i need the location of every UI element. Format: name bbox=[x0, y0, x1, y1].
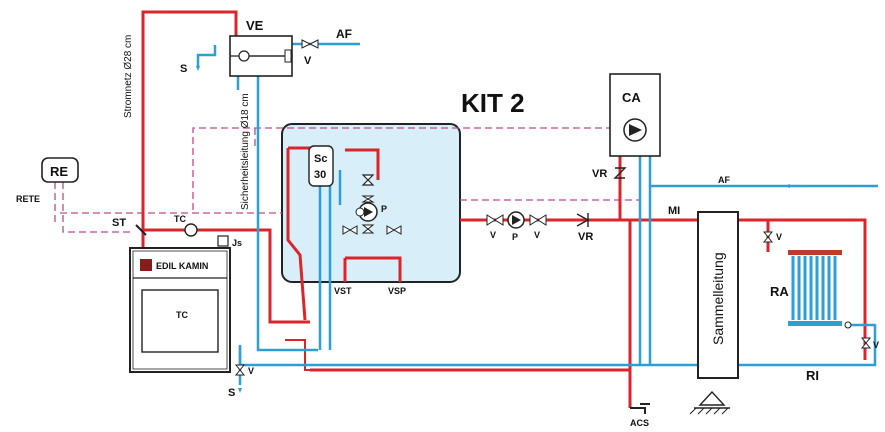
re-controller bbox=[41, 157, 79, 183]
label-v-pump-left: V bbox=[490, 230, 496, 240]
label-af-right: AF bbox=[718, 175, 730, 185]
tc-sensor bbox=[184, 223, 198, 237]
label-v-top: V bbox=[304, 55, 312, 67]
label-sc-line2: 30 bbox=[314, 169, 326, 181]
acs-tap-icon bbox=[630, 403, 650, 414]
supply-pipes bbox=[141, 10, 867, 408]
label-sc-line1: Sc bbox=[314, 153, 327, 165]
ca-cabinet bbox=[609, 73, 661, 157]
ground-symbol-icon bbox=[689, 390, 730, 415]
label-sicherheitsleitung: Sicherheitsleitung Ø18 cm bbox=[240, 93, 251, 210]
label-tc-sensor: TC bbox=[174, 214, 186, 224]
label-ri: RI bbox=[806, 368, 819, 383]
label-p-kit: P bbox=[381, 204, 387, 214]
sammelleitung-manifold bbox=[697, 211, 739, 379]
label-vst: VST bbox=[334, 286, 352, 296]
label-st: ST bbox=[112, 217, 126, 229]
expansion-vessel bbox=[229, 35, 293, 77]
label-v-radiator-bottom: V bbox=[873, 340, 879, 350]
diagram-title: KIT 2 bbox=[461, 88, 525, 118]
label-rete: RETE bbox=[16, 194, 40, 204]
label-mi: MI bbox=[668, 205, 680, 217]
external-pump-group bbox=[486, 211, 590, 229]
boiler bbox=[129, 235, 231, 373]
label-s-top: S bbox=[180, 63, 187, 75]
st-sensor bbox=[135, 224, 147, 236]
boiler-brand: EDIL KAMIN bbox=[156, 261, 208, 271]
label-vr-top: VR bbox=[592, 168, 607, 180]
label-ca: CA bbox=[622, 90, 641, 105]
kit-pump-group bbox=[342, 174, 402, 235]
label-tc-boiler: TC bbox=[176, 310, 188, 320]
label-ra: RA bbox=[770, 284, 789, 299]
vr-check-valve-vertical bbox=[613, 167, 627, 179]
label-stromnetz: Stromnetz Ø28 cm bbox=[123, 35, 134, 118]
label-vr-mid: VR bbox=[578, 231, 593, 243]
label-vsp: VSP bbox=[388, 286, 406, 296]
label-v-bottom: V bbox=[248, 366, 254, 376]
return-pipes bbox=[196, 42, 878, 385]
label-js: Js bbox=[232, 238, 242, 248]
label-v-pump-right: V bbox=[534, 230, 540, 240]
label-acs: ACS bbox=[630, 418, 649, 428]
label-ve: VE bbox=[246, 18, 264, 33]
radiator bbox=[788, 250, 852, 329]
label-re: RE bbox=[50, 164, 68, 179]
label-sammelleitung: Sammelleitung bbox=[710, 252, 726, 345]
misc-valves bbox=[234, 39, 872, 376]
label-af-top: AF bbox=[336, 27, 352, 41]
label-v-radiator-top: V bbox=[776, 232, 782, 242]
flow-arrows bbox=[196, 66, 790, 393]
label-p-external: P bbox=[512, 232, 518, 242]
sc30-tank bbox=[308, 145, 334, 187]
label-s-bottom: S bbox=[228, 387, 235, 399]
